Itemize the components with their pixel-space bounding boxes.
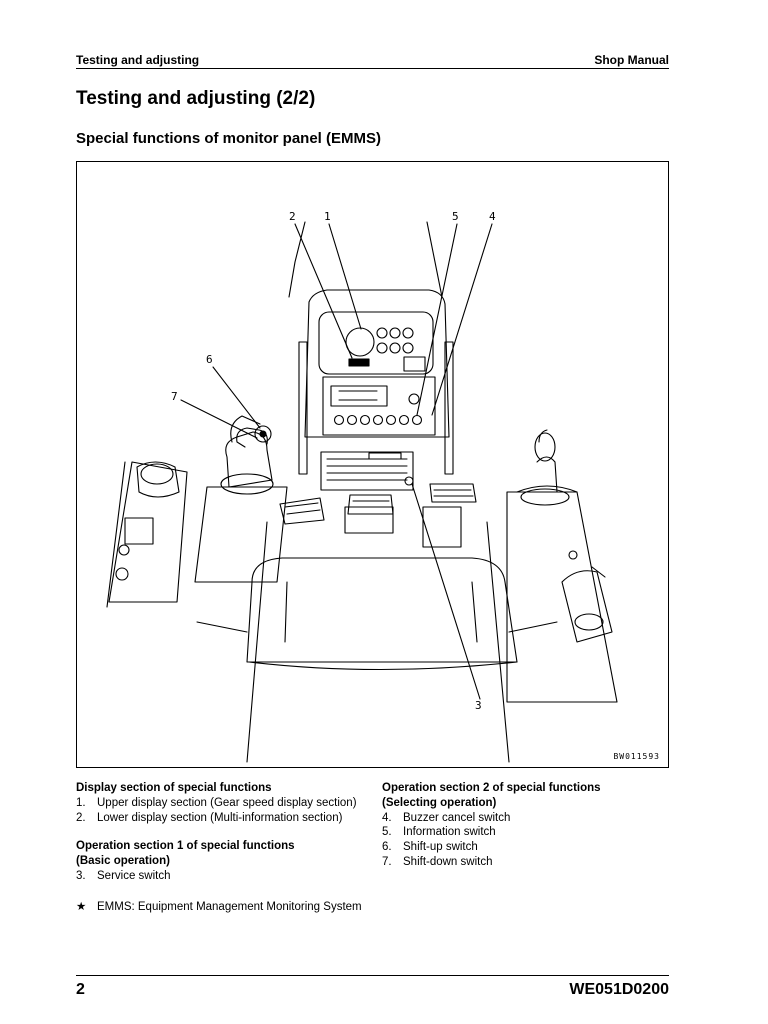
list-item: 5.Information switch	[382, 826, 496, 839]
operation-1-items-list: 3.Service switch	[76, 869, 371, 884]
list-item: 3.Service switch	[76, 869, 171, 882]
note-text: EMMS: Equipment Management Monitoring Sy…	[97, 901, 362, 913]
operation-2-items-list: 4.Buzzer cancel switch 5.Information swi…	[382, 811, 672, 870]
operation-section-1-heading: Operation section 1 of special functions…	[76, 840, 295, 868]
joystick-switch-cluster	[254, 425, 272, 443]
gear-speed-display	[345, 327, 375, 357]
callout-6: 6	[206, 353, 213, 366]
header-rule	[76, 68, 669, 69]
star-icon: ★	[76, 901, 87, 913]
list-item: 2.Lower display section (Multi-informati…	[76, 811, 343, 824]
footer-rule	[76, 975, 669, 976]
display-items-list: 1.Upper display section (Gear speed disp…	[76, 796, 371, 826]
callout-7: 7	[171, 390, 178, 403]
document-code: WE051D0200	[569, 981, 669, 998]
running-header-left: Testing and adjusting	[76, 53, 200, 67]
figure-code: BW011593	[613, 752, 660, 761]
section-subtitle: Special functions of monitor panel (EMMS…	[76, 130, 382, 147]
list-item: 4.Buzzer cancel switch	[382, 811, 511, 824]
seat-cushion	[246, 557, 518, 663]
callout-2: 2	[289, 210, 296, 223]
page-number: 2	[76, 981, 85, 998]
legend-left-column: Display section of special functions 1.U…	[76, 781, 371, 898]
upper-display-housing	[318, 311, 434, 375]
list-item: 1.Upper display section (Gear speed disp…	[76, 796, 357, 809]
callout-3: 3	[475, 699, 482, 712]
page-title: Testing and adjusting (2/2)	[76, 88, 316, 109]
list-item: 7.Shift-down switch	[382, 855, 493, 868]
running-header-right: Shop Manual	[594, 53, 669, 67]
multi-info-display	[348, 358, 370, 367]
legend-right-column: Operation section 2 of special functions…	[382, 781, 672, 884]
operation-section-2-heading: Operation section 2 of special functions…	[382, 782, 601, 809]
emms-note: ★ EMMS: Equipment Management Monitoring S…	[76, 899, 362, 913]
cab-line-drawing	[106, 221, 618, 763]
callout-5: 5	[452, 210, 459, 223]
callout-4: 4	[489, 210, 496, 223]
list-item: 6.Shift-up switch	[382, 841, 478, 854]
switch-row	[333, 414, 423, 426]
display-section-heading: Display section of special functions	[76, 782, 272, 794]
callout-1: 1	[324, 210, 331, 223]
cab-illustration: 2 1 5 4 6 7 3 BW011593	[76, 161, 669, 768]
